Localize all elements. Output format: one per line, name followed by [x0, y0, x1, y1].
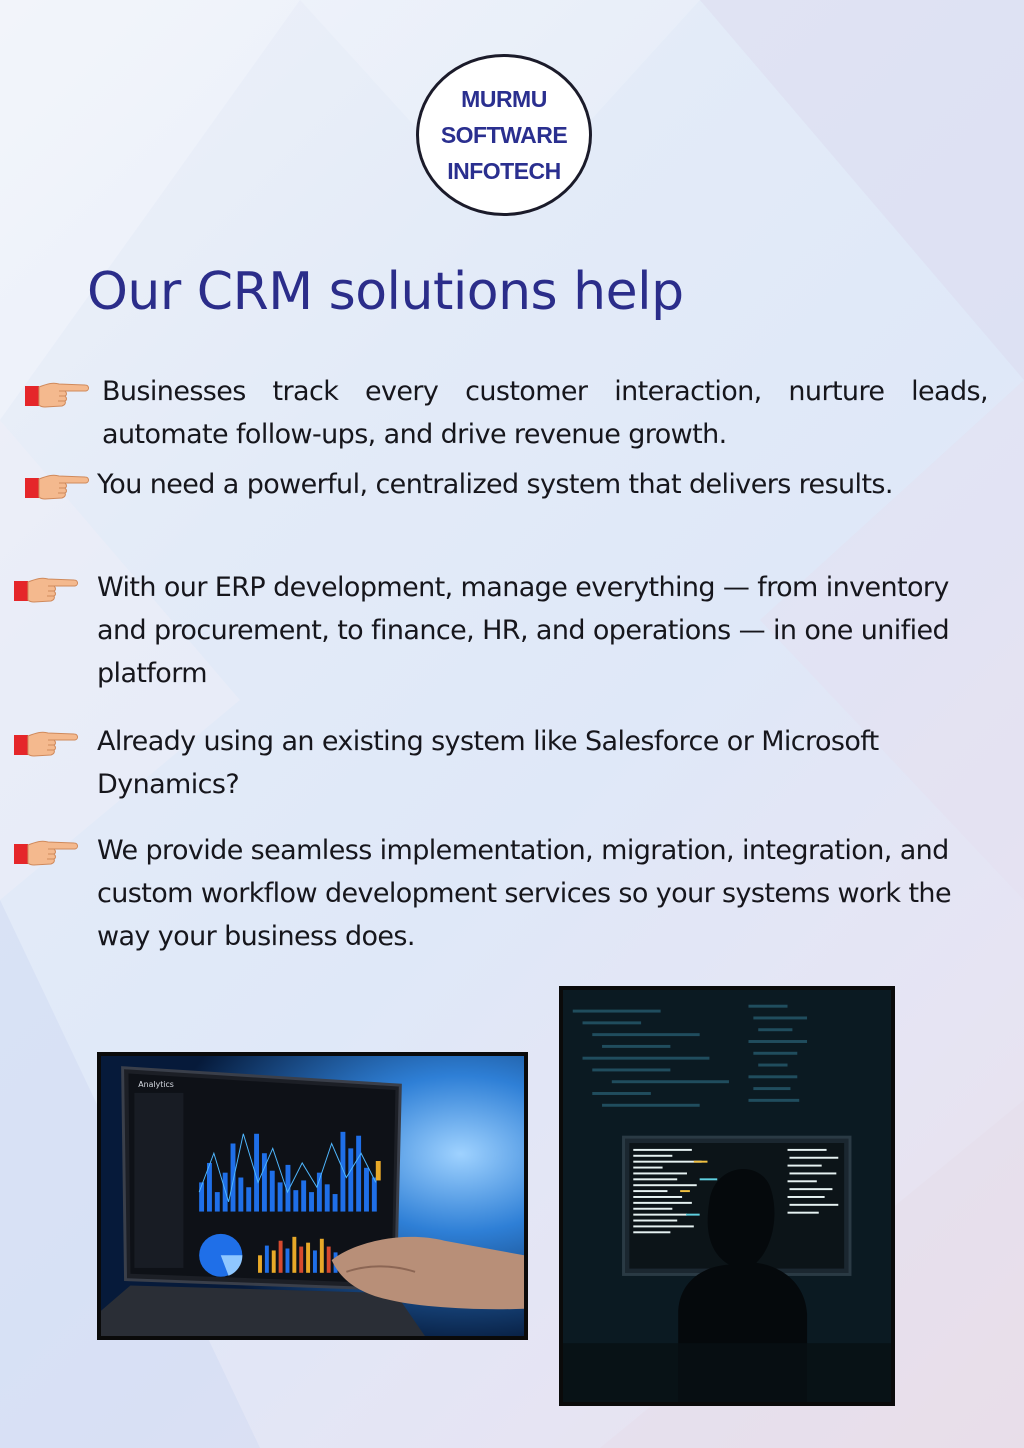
laptop-analytics-image: Analytics: [97, 1052, 528, 1340]
pointing-hand-icon: [14, 731, 79, 757]
bullet-text: We provide seamless implementation, migr…: [97, 835, 952, 952]
logo-line-2: SOFTWARE: [440, 122, 568, 148]
bullet-text: With our ERP development, manage everyth…: [97, 572, 950, 689]
pointing-hand-icon: [14, 840, 79, 866]
company-logo: MURMU SOFTWARE INFOTECH: [416, 54, 592, 216]
logo-line-3: INFOTECH: [447, 158, 561, 184]
page-heading: Our CRM solutions help: [87, 262, 684, 322]
pointing-hand-icon: [25, 474, 90, 500]
bullet-text: You need a powerful, centralized system …: [97, 469, 893, 500]
pointing-hand-icon: [14, 577, 79, 603]
pointing-hand-icon: [25, 382, 90, 408]
bullet-text: Businesses track every customer interact…: [102, 376, 989, 450]
screen-title: Analytics: [138, 1080, 174, 1089]
developer-coding-image: [559, 986, 895, 1406]
bullet-text: Already using an existing system like Sa…: [97, 726, 879, 800]
logo-line-1: MURMU: [461, 86, 547, 112]
